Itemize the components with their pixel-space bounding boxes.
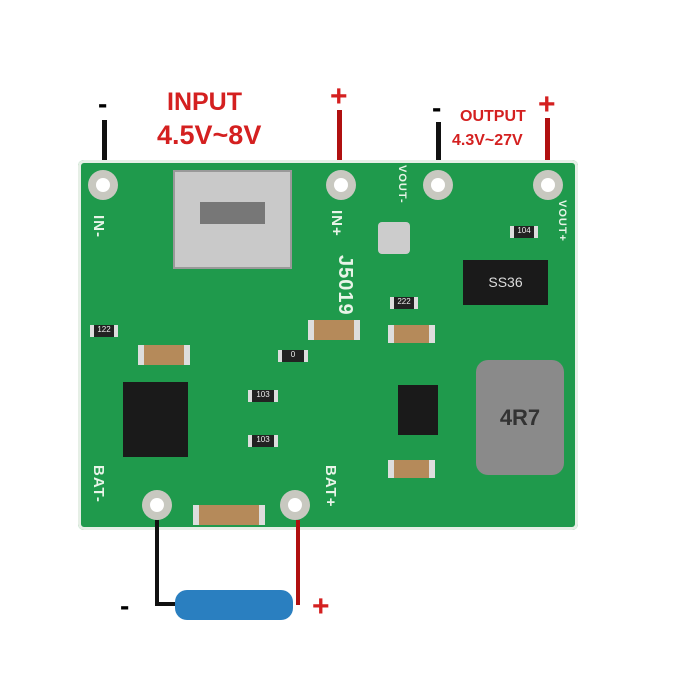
output-minus-wire (436, 122, 441, 186)
resistor-222: 222 (390, 297, 418, 309)
boost-ic (398, 385, 438, 435)
output-plus-wire (545, 118, 550, 186)
resistor-122: 122 (90, 325, 118, 337)
resistor-103: 103 (248, 435, 278, 447)
silk-vout-plus: VOUT+ (556, 200, 568, 242)
capacitor (388, 460, 435, 478)
capacitor (308, 320, 360, 340)
bat-minus-pad (142, 490, 172, 520)
vout-plus-pad (533, 170, 563, 200)
capacitor (388, 325, 435, 343)
battery-cell (175, 590, 293, 620)
input-plus-wire (337, 110, 342, 186)
micro-usb-port (173, 170, 292, 269)
pcb-board: IN- IN+ J5019 VOUT- VOUT+ BAT- BAT+ SS36… (78, 160, 578, 530)
usb-opening (200, 202, 265, 224)
silk-bat-plus: BAT+ (322, 465, 339, 508)
pad-hole (96, 178, 110, 192)
battery-plus-label: + (312, 590, 330, 623)
pad-hole (431, 178, 445, 192)
bat-plus-pad (280, 490, 310, 520)
battery-minus-wire (155, 520, 159, 605)
output-title: OUTPUT (460, 108, 526, 125)
in-plus-pad (326, 170, 356, 200)
silk-in-plus: IN+ (328, 210, 345, 237)
silk-vout-minus: VOUT- (396, 165, 408, 204)
input-plus-label: + (330, 80, 348, 113)
output-plus-label: + (538, 88, 556, 121)
resistor-103: 103 (248, 390, 278, 402)
pad-hole (150, 498, 164, 512)
silk-model: J5019 (334, 255, 356, 316)
potentiometer[interactable] (378, 222, 410, 254)
capacitor (193, 505, 265, 525)
input-title: INPUT (167, 88, 242, 116)
silk-bat-minus: BAT- (90, 465, 107, 503)
silk-in-minus: IN- (90, 215, 107, 238)
in-minus-pad (88, 170, 118, 200)
input-minus-wire (102, 120, 107, 190)
battery-minus-label: - (120, 590, 130, 621)
battery-plus-wire (296, 520, 300, 605)
capacitor (138, 345, 190, 365)
pad-hole (541, 178, 555, 192)
inductor: 4R7 (476, 360, 564, 475)
output-range: 4.3V~27V (452, 132, 523, 149)
input-minus-label: - (98, 88, 108, 119)
vout-minus-pad (423, 170, 453, 200)
charger-ic (123, 382, 188, 457)
resistor-0: 0 (278, 350, 308, 362)
input-range: 4.5V~8V (157, 120, 262, 150)
output-minus-label: - (432, 92, 442, 123)
diode: SS36 (463, 260, 548, 305)
pad-hole (288, 498, 302, 512)
battery-minus-wire (155, 602, 180, 606)
pad-hole (334, 178, 348, 192)
resistor-104: 104 (510, 226, 538, 238)
